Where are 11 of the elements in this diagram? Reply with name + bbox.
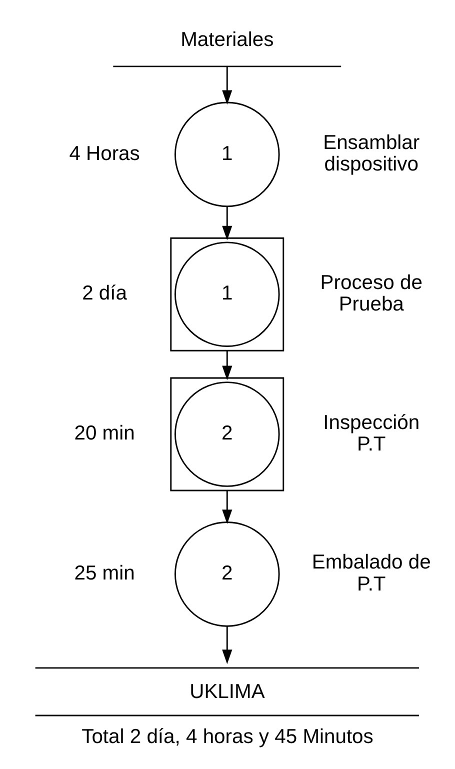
node-label: Ensamblar dispositivo [323, 132, 420, 176]
node-label: 2 día [82, 282, 127, 305]
node-text: Materiales [180, 28, 274, 51]
caption: Total 2 día, 4 horas y 45 Minutos [82, 726, 374, 748]
node-label: 20 min [74, 422, 135, 445]
node-label: Embalado de P.T [312, 552, 431, 596]
node-label: 4 Horas [69, 142, 140, 165]
node-label: Inspección P.T [323, 412, 420, 456]
node-text: UKLIMA [190, 680, 265, 703]
node-label: Proceso de Prueba [320, 272, 422, 316]
node-label: 25 min [74, 562, 135, 585]
